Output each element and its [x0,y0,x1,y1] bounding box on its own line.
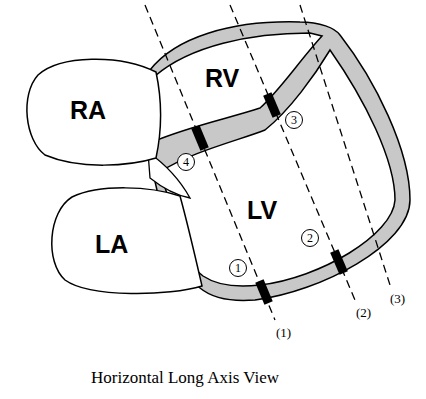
callout-number: 2 [307,232,313,244]
callout-circle: 2 [301,229,319,247]
callout-number: 1 [235,262,241,274]
caption: Horizontal Long Axis View [91,369,279,386]
chamber-name: RA [70,96,106,124]
scan-line [230,5,355,300]
chamber-name: LA [95,230,128,258]
chamber-label-box: LV [247,198,277,223]
wall-marker [334,251,343,273]
line-label: (2) [356,306,371,319]
line-label: (1) [276,326,291,339]
rv-cavity [152,33,322,142]
wall-marker [259,281,268,303]
right-atrium [27,59,161,165]
callout-circle: 1 [229,259,247,277]
callout-number: 4 [183,156,189,168]
wall-marker [195,127,204,149]
chamber-name: RV [205,64,239,92]
chamber-label-box: RA [70,98,106,123]
chamber-label-box: LA [95,232,128,257]
chamber-label-box: RV [205,66,239,91]
wall-marker [267,94,276,116]
chamber-name: LV [247,196,277,224]
callout-circle: 3 [285,111,303,129]
scan-line [300,5,390,285]
scan-line [145,5,275,320]
line-label: (3) [390,292,405,305]
callout-circle: 4 [177,153,195,171]
callout-number: 3 [291,114,297,126]
left-atrium [52,188,202,294]
